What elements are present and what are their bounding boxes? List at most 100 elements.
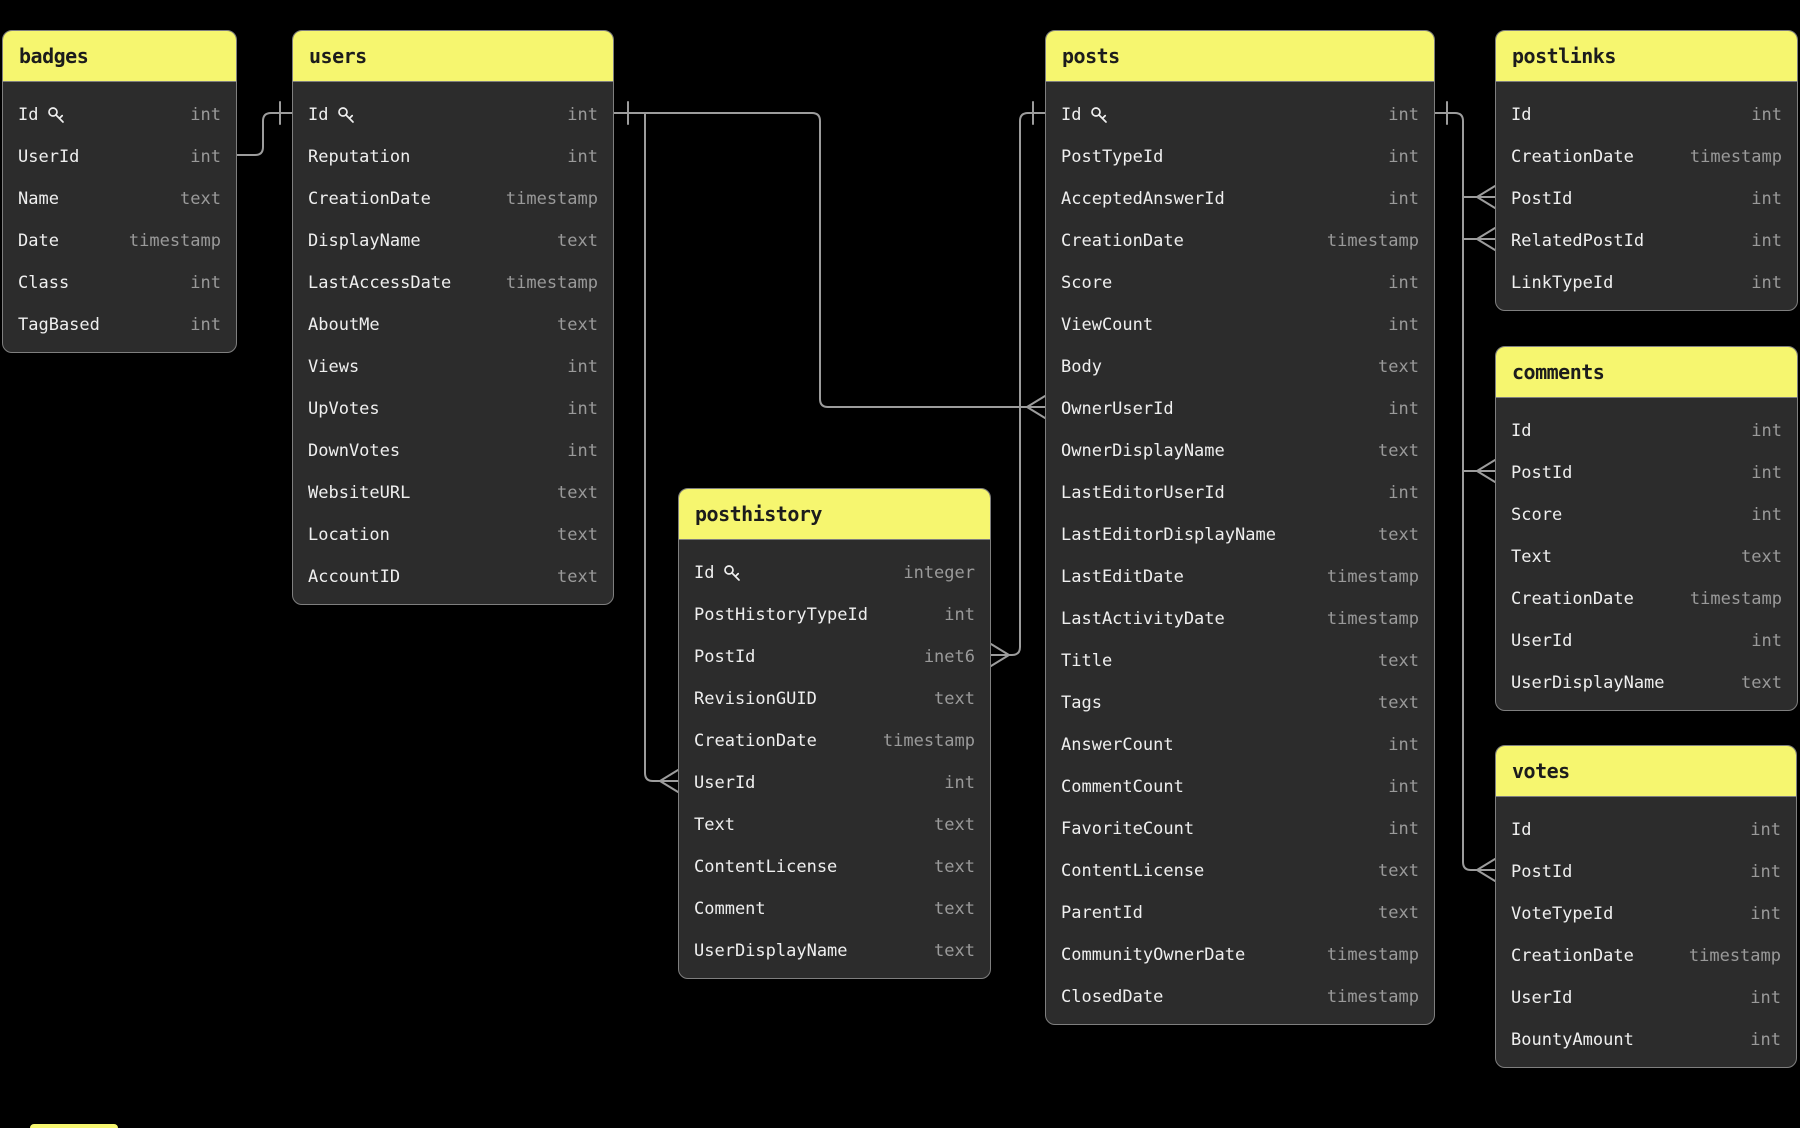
column-type: int (567, 399, 598, 419)
table-header-users[interactable]: users (293, 31, 613, 82)
table-header-postlinks[interactable]: postlinks (1496, 31, 1797, 82)
column-name: ViewCount (1061, 315, 1154, 335)
key-icon (337, 106, 356, 125)
column-name: LastEditorUserId (1061, 483, 1225, 503)
column-name: AccountID (308, 567, 401, 587)
column-name: ContentLicense (694, 857, 838, 877)
column-type: int (1388, 105, 1419, 125)
column-name: Class (18, 273, 70, 293)
column-name: Text (694, 815, 735, 835)
column-name: UserId (694, 773, 756, 793)
column-row-badges-Class: Class int (3, 262, 236, 304)
column-row-posts-LastActivityDate: LastActivityDate timestamp (1046, 598, 1434, 640)
column-name: AboutMe (308, 315, 380, 335)
column-type: int (190, 147, 221, 167)
column-type: int (1388, 399, 1419, 419)
column-name: LastActivityDate (1061, 609, 1225, 629)
table-header-comments[interactable]: comments (1496, 347, 1797, 398)
column-name: OwnerUserId (1061, 399, 1174, 419)
column-type: timestamp (1326, 945, 1419, 965)
column-type: int (1750, 862, 1781, 882)
column-row-posts-Tags: Tags text (1046, 682, 1434, 724)
column-name: Name (18, 189, 59, 209)
table-header-posts[interactable]: posts (1046, 31, 1434, 82)
column-type: text (934, 941, 975, 961)
column-type: text (1378, 693, 1419, 713)
table-title: comments (1512, 360, 1605, 384)
column-name: LastEditDate (1061, 567, 1184, 587)
column-type: int (190, 105, 221, 125)
column-type: timestamp (1326, 231, 1419, 251)
column-row-posthistory-Text: Text text (679, 804, 990, 846)
column-name: Comment (694, 899, 766, 919)
column-name: UserId (18, 147, 80, 167)
column-name: Tags (1061, 693, 1102, 713)
table-title: posts (1062, 44, 1120, 68)
column-type: text (934, 815, 975, 835)
column-name: CreationDate (694, 731, 817, 751)
column-type: timestamp (1326, 609, 1419, 629)
column-type: int (944, 773, 975, 793)
column-row-posthistory-RevisionGUID: RevisionGUID text (679, 678, 990, 720)
column-name: AnswerCount (1061, 735, 1174, 755)
column-name: LastAccessDate (308, 273, 452, 293)
table-header-posthistory[interactable]: posthistory (679, 489, 990, 540)
column-name: CreationDate (308, 189, 431, 209)
column-row-posts-OwnerUserId: OwnerUserId int (1046, 388, 1434, 430)
column-name: UserDisplayName (694, 941, 848, 961)
column-type: int (1751, 505, 1782, 525)
column-type: int (1388, 777, 1419, 797)
column-name: Location (308, 525, 390, 545)
column-name: ParentId (1061, 903, 1143, 923)
column-name: CommentCount (1061, 777, 1184, 797)
column-type: int (190, 273, 221, 293)
column-name: AcceptedAnswerId (1061, 189, 1225, 209)
key-icon (723, 564, 742, 583)
column-type: timestamp (882, 731, 975, 751)
column-type: int (567, 441, 598, 461)
column-type: timestamp (1688, 946, 1781, 966)
column-type: text (934, 689, 975, 709)
column-type: int (1751, 189, 1782, 209)
column-name: RevisionGUID (694, 689, 817, 709)
column-type: int (1751, 463, 1782, 483)
column-name: Id (18, 105, 66, 125)
column-type: int (567, 147, 598, 167)
column-type: timestamp (1326, 567, 1419, 587)
table-header-votes[interactable]: votes (1496, 746, 1796, 797)
column-name: Date (18, 231, 59, 251)
table-header-badges[interactable]: badges (3, 31, 236, 82)
column-type: timestamp (505, 273, 598, 293)
column-type: text (557, 483, 598, 503)
